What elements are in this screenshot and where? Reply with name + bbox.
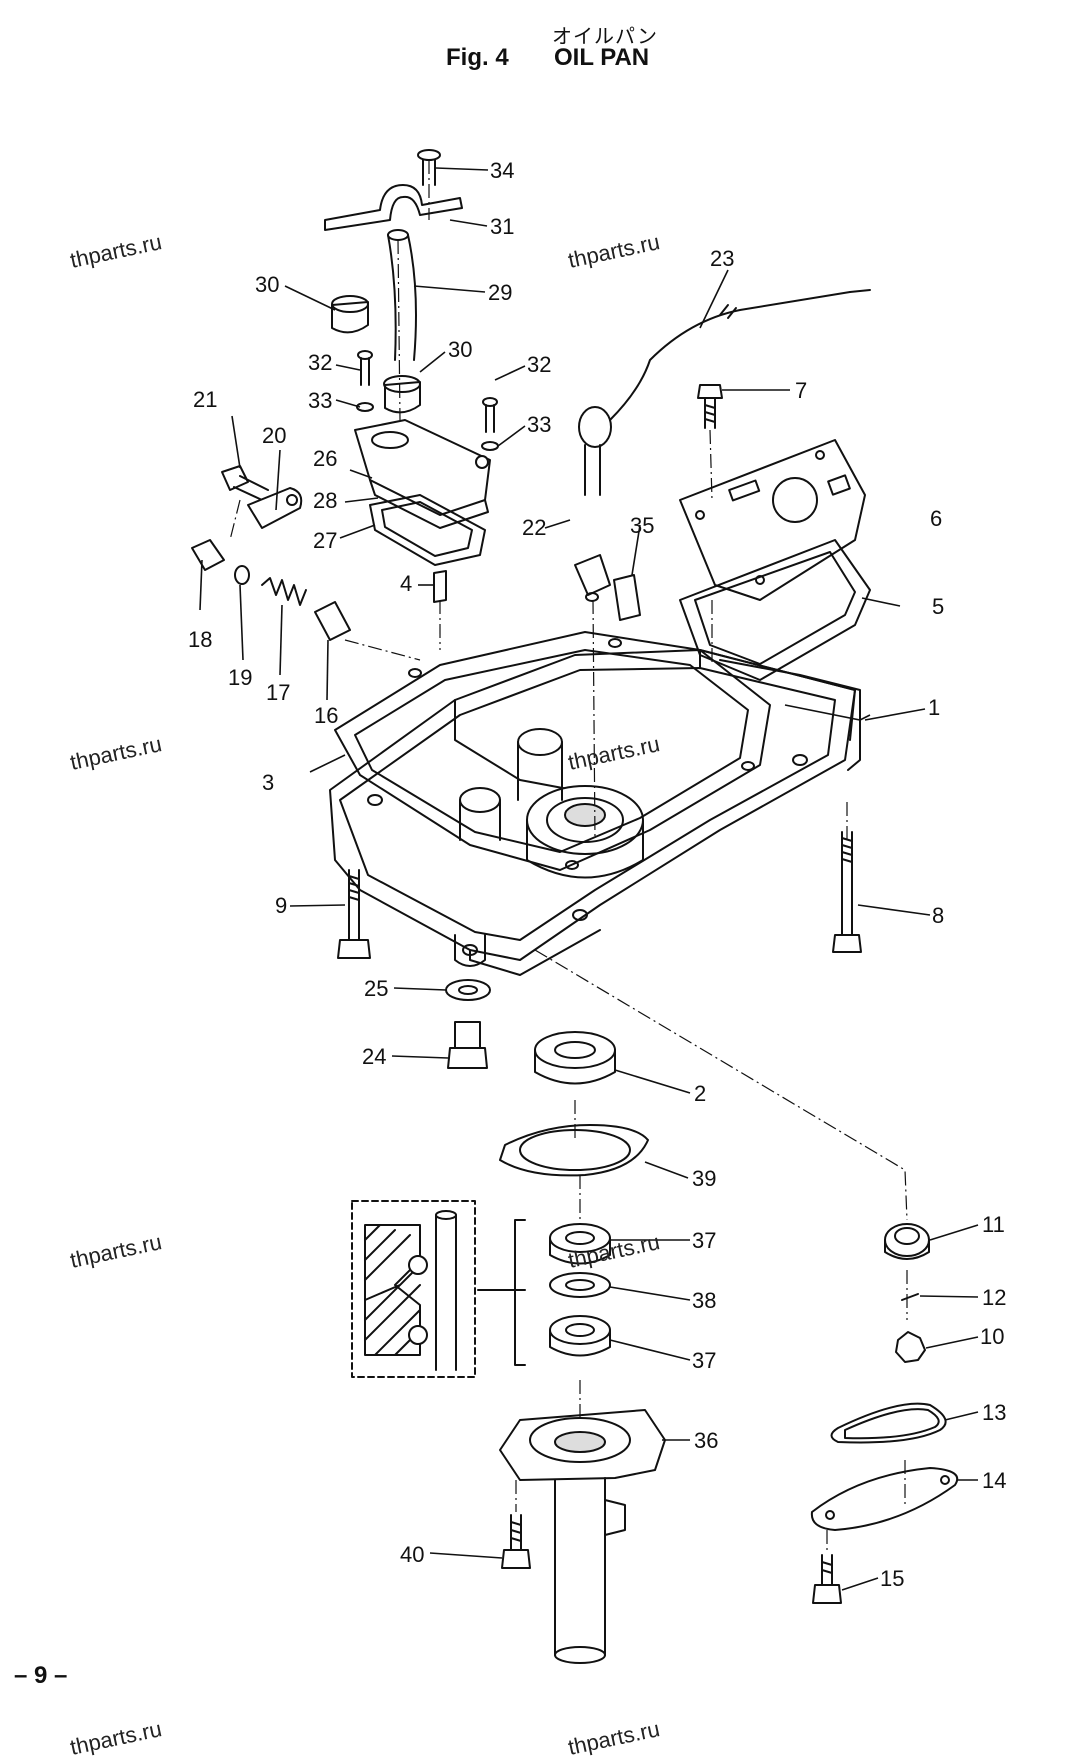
callout-39: 39 — [692, 1166, 716, 1191]
callout-20: 20 — [262, 423, 286, 448]
callout-17: 17 — [266, 680, 290, 705]
watermark: thparts.ru — [566, 229, 662, 273]
outer-rotor-11 — [884, 1223, 930, 1260]
callout-33-right: 33 — [527, 412, 551, 437]
pump-gasket-13 — [830, 1402, 947, 1444]
callout-10: 10 — [980, 1324, 1004, 1349]
hose-bracket — [324, 184, 463, 231]
bearing-section-detail — [351, 1200, 526, 1378]
gasket-oil-pan — [334, 631, 771, 871]
spacer-38 — [549, 1272, 611, 1298]
title-japanese: オイルパン — [552, 24, 658, 48]
dowel-pin-4 — [433, 570, 447, 603]
callout-40: 40 — [400, 1542, 424, 1567]
figure-number: Fig. 4 — [446, 44, 509, 71]
watermark: thparts.ru — [68, 731, 164, 775]
bolt-40 — [501, 1514, 531, 1569]
screw-15 — [812, 1554, 842, 1604]
callout-34: 34 — [490, 158, 514, 183]
callout-13: 13 — [982, 1400, 1006, 1425]
callout-4: 4 — [400, 571, 412, 596]
callout-26: 26 — [313, 446, 337, 471]
callout-29: 29 — [488, 280, 512, 305]
bearing-37-lower — [549, 1315, 611, 1357]
pump-cover-14 — [810, 1467, 959, 1531]
bolt-8 — [832, 831, 862, 953]
callout-32-left: 32 — [308, 350, 332, 375]
grommet-upper — [331, 295, 369, 334]
callout-11: 11 — [982, 1212, 1005, 1237]
callout-14: 14 — [982, 1468, 1006, 1493]
callout-38: 38 — [692, 1288, 716, 1313]
inner-rotor-10 — [895, 1331, 926, 1363]
relief-valve-16 — [314, 601, 351, 641]
callout-21: 21 — [193, 387, 217, 412]
relief-plug-18 — [191, 539, 225, 571]
figure-name: OIL PAN — [554, 44, 650, 71]
callout-6: 6 — [930, 506, 942, 531]
callout-24: 24 — [362, 1044, 386, 1069]
drain-washer-25 — [445, 979, 491, 1001]
bolt-9 — [337, 869, 371, 959]
callout-23: 23 — [710, 246, 734, 271]
screw-32-right — [481, 397, 499, 451]
callout-30-upper: 30 — [255, 272, 279, 297]
oil-seal-2 — [534, 1031, 616, 1085]
spring-17 — [261, 577, 307, 606]
callout-9: 9 — [275, 893, 287, 918]
callout-37-lower: 37 — [692, 1348, 716, 1373]
watermark: thparts.ru — [68, 1229, 164, 1273]
breather-gasket — [369, 494, 486, 566]
callout-36: 36 — [694, 1428, 718, 1453]
callout-labels: 34 31 29 30 30 32 33 32 33 26 28 27 4 21… — [188, 158, 1006, 1591]
bolt-7 — [697, 384, 723, 429]
callout-1: 1 — [928, 695, 940, 720]
relief-plate-20 — [247, 487, 303, 529]
oil-pan-body — [329, 649, 861, 976]
callout-7: 7 — [795, 378, 807, 403]
breather-cover — [354, 419, 491, 529]
oil-level-switch — [574, 406, 612, 602]
callout-19: 19 — [228, 665, 252, 690]
grommet-lower — [383, 375, 421, 414]
callout-30-lower: 30 — [448, 337, 472, 362]
callout-35: 35 — [630, 513, 654, 538]
callout-15: 15 — [880, 1566, 904, 1591]
relief-bolt-21 — [221, 465, 269, 501]
pump-housing-36 — [499, 1409, 666, 1664]
callout-5: 5 — [932, 594, 944, 619]
screw-32-left — [356, 350, 374, 412]
callout-12: 12 — [982, 1285, 1006, 1310]
pin-12 — [901, 1293, 919, 1301]
center-lines — [229, 160, 908, 1552]
cover-gasket — [679, 539, 871, 681]
callout-33-left: 33 — [308, 388, 332, 413]
page-number: – 9 – — [14, 1662, 68, 1689]
drain-plug-24 — [447, 1021, 488, 1069]
o-ring-19 — [234, 565, 250, 585]
callout-8: 8 — [932, 903, 944, 928]
callout-16: 16 — [314, 703, 338, 728]
callout-32-right: 32 — [527, 352, 551, 377]
callout-22: 22 — [522, 515, 546, 540]
callout-3: 3 — [262, 770, 274, 795]
callout-31: 31 — [490, 214, 514, 239]
leader-lines — [199, 167, 979, 1591]
callout-18: 18 — [188, 627, 212, 652]
watermark: thparts.ru — [68, 1716, 164, 1759]
callout-25: 25 — [364, 976, 388, 1001]
callout-27: 27 — [313, 528, 337, 553]
callout-37-upper: 37 — [692, 1228, 716, 1253]
callout-2: 2 — [694, 1081, 706, 1106]
watermark: thparts.ru — [68, 229, 164, 273]
gasket-39 — [499, 1124, 649, 1177]
cover-plate — [679, 439, 866, 601]
callout-28: 28 — [313, 488, 337, 513]
breather-hose — [387, 229, 417, 361]
watermark: thparts.ru — [566, 1716, 662, 1759]
cable-clip-35 — [613, 574, 641, 621]
oil-level-cable — [609, 289, 871, 421]
